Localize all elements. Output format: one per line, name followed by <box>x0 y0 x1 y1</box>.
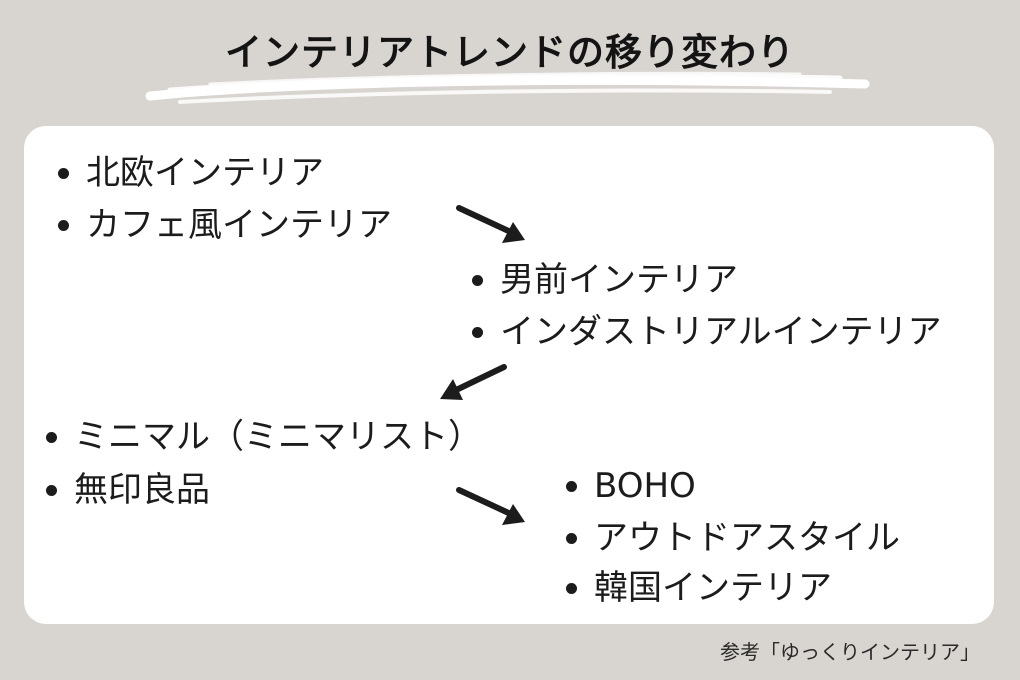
arrow-right-down-icon <box>456 487 525 525</box>
bullet-icon <box>566 582 577 594</box>
list-item-label: アウトドアスタイル <box>594 518 900 558</box>
list-item: アウトドアスタイル <box>566 518 900 558</box>
list-item-label: カフェ風インテリア <box>86 205 392 245</box>
title-area: インテリアトレンドの移り変わり <box>0 0 1020 112</box>
bullet-icon <box>58 167 69 179</box>
content-card <box>24 126 994 624</box>
list-item-label: インダストリアルインテリア <box>500 312 942 352</box>
bullet-icon <box>58 219 69 231</box>
list-item: カフェ風インテリア <box>58 205 392 245</box>
list-item-label: BOHO <box>594 466 696 506</box>
source-credit: 参考「ゆっくりインテリア」 <box>720 640 980 664</box>
list-item: BOHO <box>566 466 696 506</box>
arrow-right-down-icon <box>456 205 525 243</box>
list-item: インダストリアルインテリア <box>472 312 942 352</box>
list-item: 男前インテリア <box>472 260 738 300</box>
list-item-label: 韓国インテリア <box>594 568 832 608</box>
list-item: 北欧インテリア <box>58 153 324 193</box>
list-item-label: 男前インテリア <box>500 260 738 300</box>
bullet-icon <box>46 431 57 443</box>
bullet-icon <box>566 532 577 544</box>
page-title: インテリアトレンドの移り変わり <box>225 31 795 74</box>
list-item-label: ミニマル（ミニマリスト） <box>74 417 482 457</box>
list-item: 無印良品 <box>46 470 210 510</box>
arrow-left-down-icon <box>440 364 507 400</box>
bullet-icon <box>472 274 483 286</box>
list-item: ミニマル（ミニマリスト） <box>46 417 482 457</box>
bullet-icon <box>472 326 483 338</box>
bullet-icon <box>46 484 57 496</box>
bullet-icon <box>566 480 577 492</box>
list-item: 韓国インテリア <box>566 568 832 608</box>
list-item-label: 北欧インテリア <box>86 153 324 193</box>
brush-stroke-underline <box>145 71 870 104</box>
list-item-label: 無印良品 <box>74 470 210 510</box>
